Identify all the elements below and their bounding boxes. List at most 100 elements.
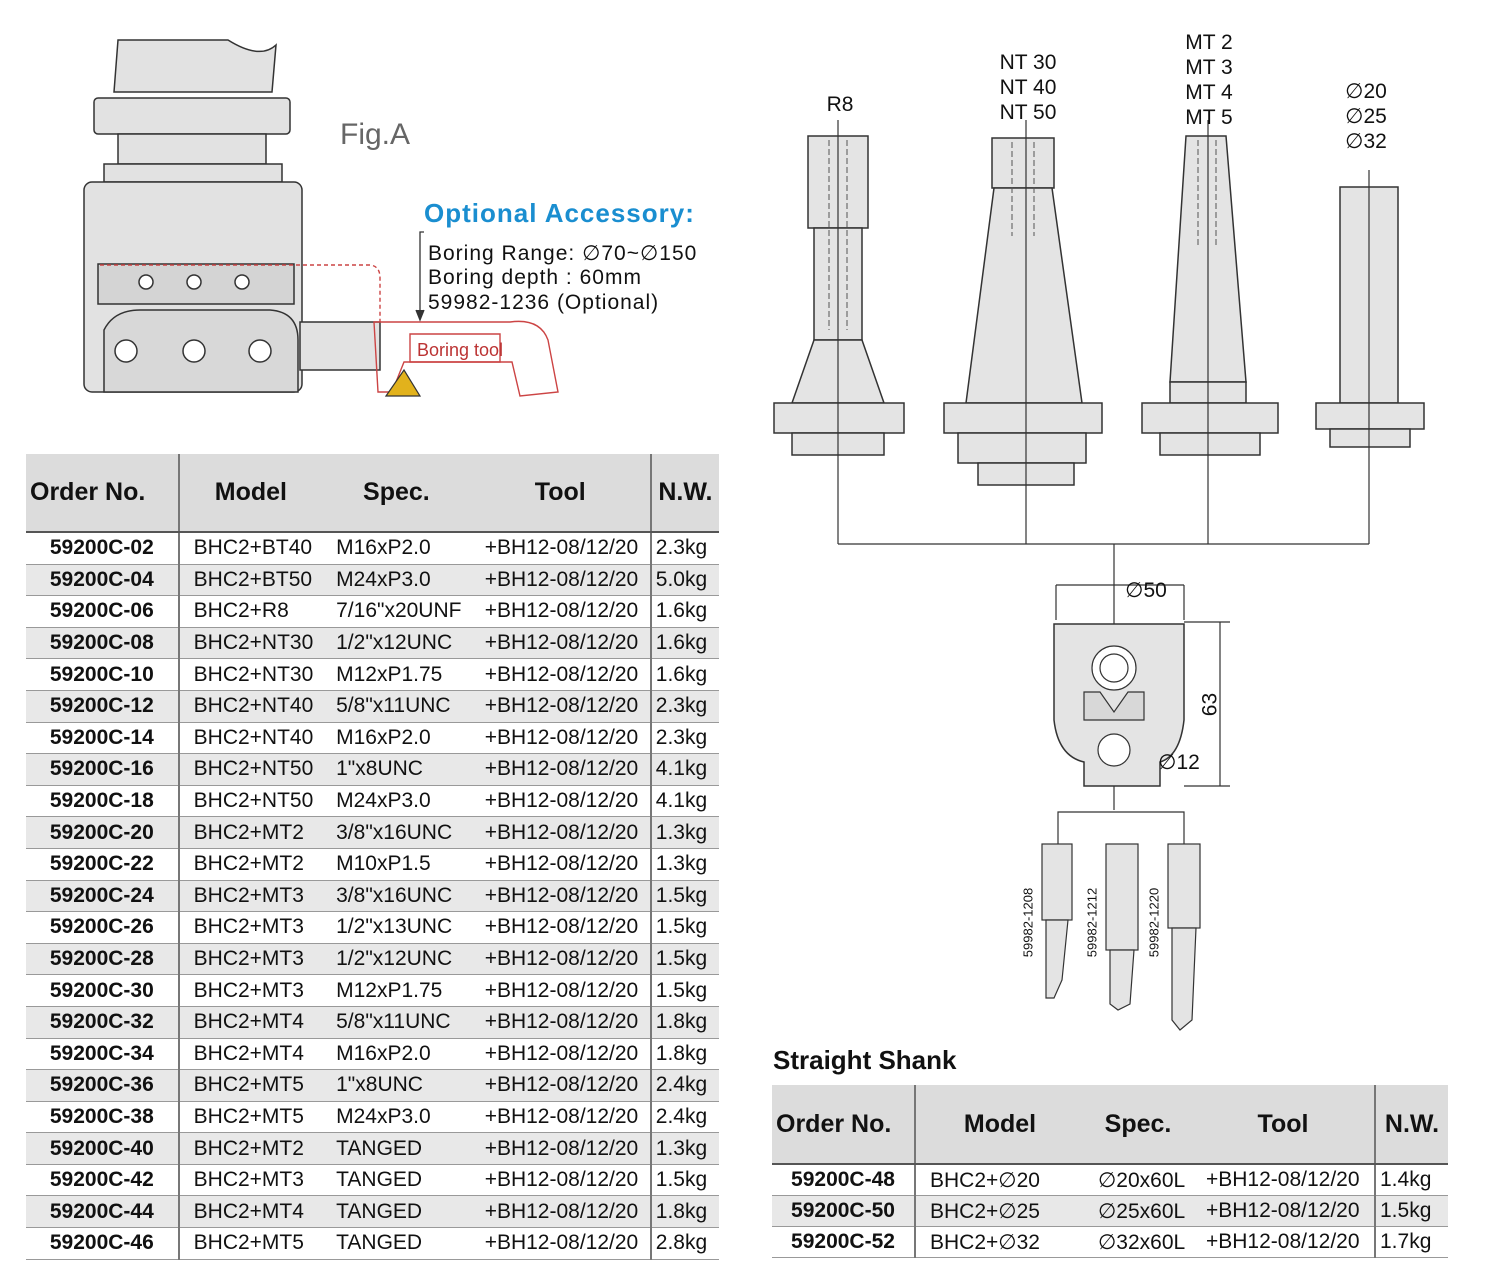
order-no-cell: 59200C-30 bbox=[26, 974, 180, 1007]
header-tool: Tool bbox=[470, 454, 651, 533]
order-no-cell: 59200C-20 bbox=[26, 816, 180, 849]
spec-cell: M16xP2.0 bbox=[322, 1038, 471, 1071]
model-cell: BHC2+MT2 bbox=[178, 816, 323, 849]
model-cell: BHC2+∅20 bbox=[915, 1164, 1084, 1196]
nw-cell: 1.8kg bbox=[649, 1195, 719, 1229]
order-no-cell: 59200C-34 bbox=[26, 1038, 180, 1071]
tool-cell: +BH12-08/12/20 bbox=[470, 943, 651, 976]
tool-cell: +BH12-08/12/20 bbox=[470, 1132, 651, 1165]
order-no-cell: 59200C-52 bbox=[772, 1226, 916, 1258]
nw-cell: 1.6kg bbox=[649, 595, 719, 628]
spec-cell: ∅32x60L bbox=[1084, 1226, 1192, 1258]
nw-cell: 1.6kg bbox=[649, 627, 719, 660]
order-no-cell: 59200C-18 bbox=[26, 785, 180, 818]
tool-cell: +BH12-08/12/20 bbox=[470, 1164, 651, 1197]
nw-cell: 1.5kg bbox=[1374, 1195, 1448, 1227]
order-no-cell: 59200C-04 bbox=[26, 564, 180, 597]
spec-cell: 3/8"x16UNC bbox=[322, 816, 471, 849]
tool-cell: +BH12-08/12/20 bbox=[1192, 1226, 1375, 1258]
spec-cell: 5/8"x11UNC bbox=[322, 1006, 471, 1039]
nw-cell: 1.8kg bbox=[649, 1038, 719, 1071]
nw-cell: 2.3kg bbox=[649, 722, 719, 755]
model-cell: BHC2+MT2 bbox=[178, 848, 323, 881]
header-order-no: Order No. bbox=[772, 1085, 916, 1165]
spec-cell: M16xP2.0 bbox=[322, 722, 471, 755]
order-no-cell: 59200C-26 bbox=[26, 911, 180, 944]
label-nt30: NT 30 bbox=[999, 51, 1057, 74]
order-no-cell: 59200C-24 bbox=[26, 880, 180, 913]
tool-cell: +BH12-08/12/20 bbox=[1192, 1195, 1375, 1227]
spec-cell: 1"x8UNC bbox=[322, 1069, 471, 1102]
nw-cell: 1.3kg bbox=[649, 816, 719, 849]
spec-cell: TANGED bbox=[322, 1195, 471, 1229]
model-cell: BHC2+NT30 bbox=[178, 658, 323, 691]
fig-label: Fig.A bbox=[340, 118, 411, 151]
label-mt5: MT 5 bbox=[1185, 106, 1233, 129]
tool-cell: +BH12-08/12/20 bbox=[470, 911, 651, 944]
header-nw: N.W. bbox=[1374, 1085, 1448, 1165]
header-model: Model bbox=[178, 454, 323, 533]
tool-cell: +BH12-08/12/20 bbox=[1192, 1164, 1375, 1196]
tool-cell: +BH12-08/12/20 bbox=[470, 1195, 651, 1229]
spec-cell: TANGED bbox=[322, 1132, 471, 1165]
model-cell: BHC2+NT30 bbox=[178, 627, 323, 660]
order-no-cell: 59200C-48 bbox=[772, 1164, 916, 1196]
model-cell: BHC2+NT40 bbox=[178, 722, 323, 755]
tool-cell: +BH12-08/12/20 bbox=[470, 627, 651, 660]
label-mt2: MT 2 bbox=[1185, 31, 1233, 54]
accessory-line-2: Boring depth : 60mm bbox=[428, 266, 642, 289]
accessory-line-3: 59982-1236 (Optional) bbox=[428, 291, 660, 314]
header-spec: Spec. bbox=[322, 454, 471, 533]
model-cell: BHC2+MT4 bbox=[178, 1006, 323, 1039]
header-spec: Spec. bbox=[1084, 1085, 1192, 1165]
spec-cell: M24xP3.0 bbox=[322, 1101, 471, 1134]
accessory-line-1: Boring Range: ∅70~∅150 bbox=[428, 242, 698, 265]
order-no-cell: 59200C-44 bbox=[26, 1195, 180, 1229]
tool-cell: +BH12-08/12/20 bbox=[470, 1227, 651, 1260]
model-cell: BHC2+MT5 bbox=[178, 1101, 323, 1134]
order-no-cell: 59200C-10 bbox=[26, 658, 180, 691]
model-cell: BHC2+MT3 bbox=[178, 974, 323, 1007]
nw-cell: 1.4kg bbox=[1374, 1164, 1448, 1196]
spec-cell: M24xP3.0 bbox=[322, 785, 471, 818]
spec-cell: M10xP1.5 bbox=[322, 848, 471, 881]
spec-cell: M12xP1.75 bbox=[322, 974, 471, 1007]
tool-cell: +BH12-08/12/20 bbox=[470, 532, 651, 565]
nw-cell: 5.0kg bbox=[649, 564, 719, 597]
label-d20: ∅20 bbox=[1345, 80, 1387, 103]
tool-cell: +BH12-08/12/20 bbox=[470, 658, 651, 691]
spec-cell: 3/8"x16UNC bbox=[322, 880, 471, 913]
tool-cell: +BH12-08/12/20 bbox=[470, 722, 651, 755]
spec-cell: 5/8"x11UNC bbox=[322, 690, 471, 723]
straight-shank-title: Straight Shank bbox=[773, 1045, 957, 1075]
nw-cell: 1.5kg bbox=[649, 943, 719, 976]
order-no-cell: 59200C-02 bbox=[26, 532, 180, 565]
tool-code-1212: 59982-1212 bbox=[1084, 887, 1100, 958]
header-nw: N.W. bbox=[649, 454, 719, 533]
nw-cell: 1.8kg bbox=[649, 1006, 719, 1039]
nw-cell: 2.3kg bbox=[649, 532, 719, 565]
nw-cell: 1.5kg bbox=[649, 911, 719, 944]
header-model: Model bbox=[915, 1085, 1084, 1165]
order-no-cell: 59200C-08 bbox=[26, 627, 180, 660]
model-cell: BHC2+NT50 bbox=[178, 753, 323, 786]
header-order-no: Order No. bbox=[26, 454, 180, 533]
model-cell: BHC2+MT3 bbox=[178, 911, 323, 944]
tool-cell: +BH12-08/12/20 bbox=[470, 1069, 651, 1102]
spec-cell: 1/2"x13UNC bbox=[322, 911, 471, 944]
nw-cell: 1.5kg bbox=[649, 880, 719, 913]
